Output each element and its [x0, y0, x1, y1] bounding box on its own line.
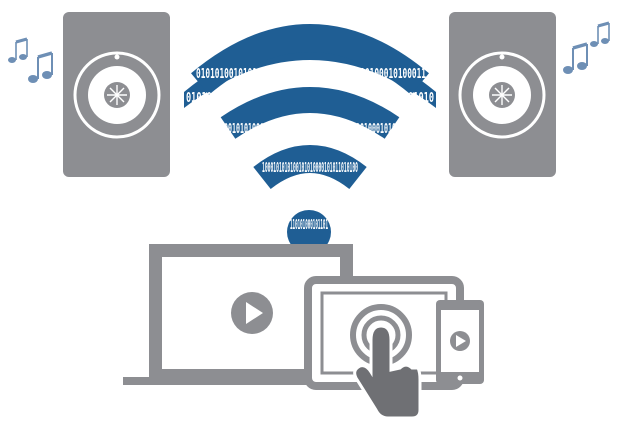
play-icon	[231, 292, 273, 334]
right-speaker-ring	[458, 51, 546, 139]
music-note-icon	[563, 21, 610, 74]
laptop-base	[123, 377, 313, 385]
left-speaker	[63, 12, 170, 177]
play-icon	[450, 331, 470, 351]
wifi-signal-icon: 0101010010101010001010100101001101010100…	[183, 24, 437, 254]
right-speaker-tweeter	[499, 54, 505, 60]
left-speaker-center-icon	[107, 85, 127, 105]
right-speaker-center-icon	[492, 85, 512, 105]
music-note-icon	[8, 37, 53, 83]
left-speaker-ring	[73, 51, 161, 139]
hand-pointer-icon	[353, 324, 422, 420]
left-speaker-tweeter	[114, 54, 120, 60]
wifi-bits-dot: 110101000101101	[290, 218, 328, 233]
wifi-bits-arc3: 1000101010100101010000101011010100	[262, 161, 358, 176]
wifi-dot	[287, 210, 331, 254]
wifi-bits-arc1: 0101010010101010001010100101001101010100…	[196, 67, 426, 82]
phone-icon	[436, 300, 484, 384]
wifi-bits-arc2: 0010101000110100010101001010100101010001…	[224, 122, 396, 137]
right-speaker	[449, 12, 556, 177]
